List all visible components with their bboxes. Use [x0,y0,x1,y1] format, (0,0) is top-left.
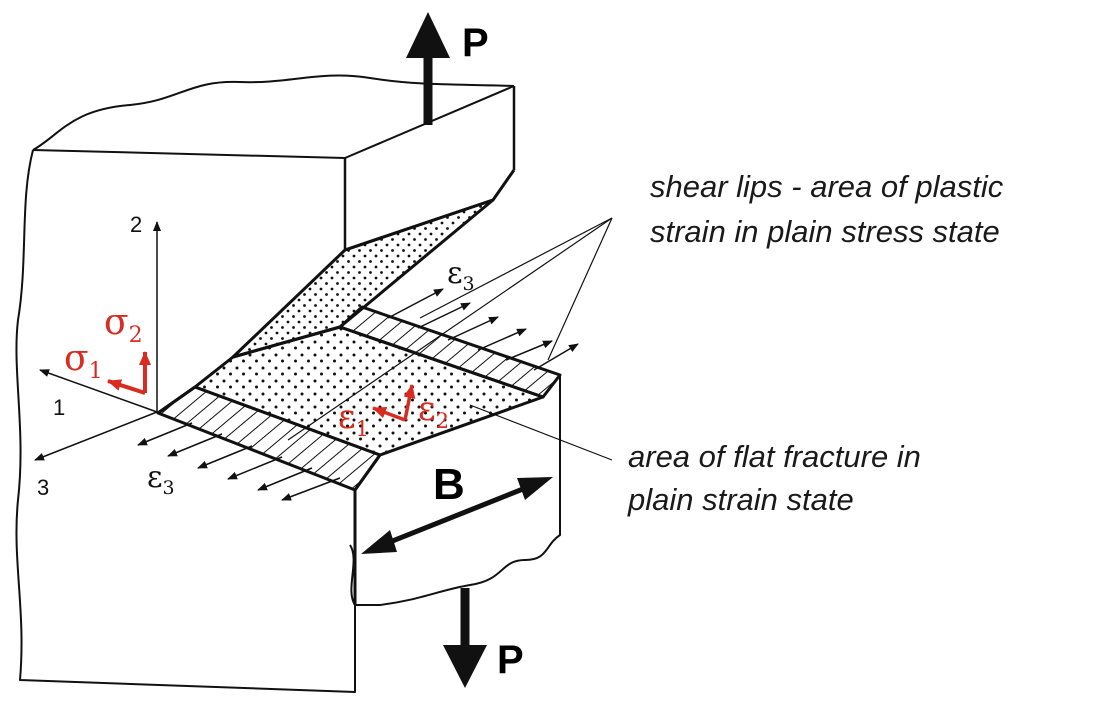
bottom-load-label: P [497,638,524,682]
strain-arrows-center [372,384,416,422]
thickness-label: B [433,460,465,509]
bottom-load-arrow [443,588,487,688]
axis-2-label: 2 [130,212,142,237]
top-load-label: P [462,21,489,65]
thickness-arrow [361,477,553,554]
sigma1-symbol: σ1 [64,338,103,384]
coordinate-axes [34,221,161,461]
epsilon3-arrows-front [137,422,341,501]
axis-1-label: 1 [53,395,65,420]
axis-3-label: 3 [37,475,49,500]
leader-lines [287,217,613,461]
epsilon1-symbol: ε1 [338,397,369,441]
flat-fracture-note-line2: plain strain state [627,482,854,517]
epsilon3-arrows-back [387,288,579,371]
epsilon3-front-symbol: ε3 [147,460,175,499]
sigma2-symbol: σ2 [104,302,143,348]
epsilon2-symbol: ε2 [418,389,449,433]
shear-lips-note-line1: shear lips - area of plastic [650,169,1004,204]
epsilon3-back-symbol: ε3 [447,256,475,295]
flat-fracture-region [193,325,545,457]
stress-arrows [107,351,151,395]
shear-lips-note-line2: strain in plain stress state [650,214,1000,249]
flat-fracture-note-line1: area of flat fracture in [628,439,921,474]
top-load-arrow [406,12,450,125]
back-shear-lip [338,305,562,399]
